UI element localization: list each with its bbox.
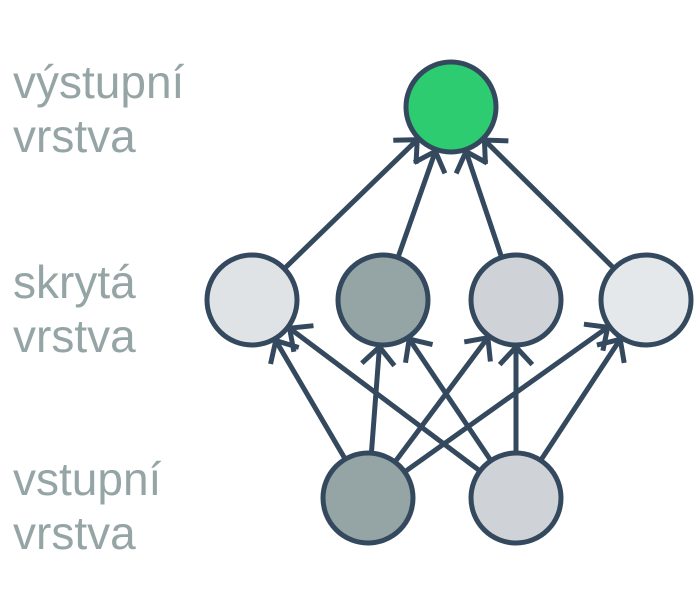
input-layer-label-line1: vstupní — [13, 453, 162, 505]
edge-hidden-3-to-output-1-line — [463, 150, 505, 259]
hidden-layer-label-line1: skrytá — [13, 256, 136, 308]
input-layer-label-line2: vrstva — [13, 507, 136, 559]
edge-input-1-to-hidden-2 — [360, 343, 397, 454]
hidden-neuron-2 — [335, 252, 431, 348]
edge-input-1-to-hidden-3-line — [392, 336, 490, 464]
hidden-layer-label: skrytá vrstva — [13, 255, 136, 363]
edge-hidden-2-to-output-1-line — [395, 150, 438, 259]
edge-input-2-to-hidden-4-line — [538, 337, 623, 462]
hidden-neuron-4 — [598, 252, 694, 348]
edge-input-1-to-hidden-4-line — [403, 325, 610, 474]
input-neuron-2 — [468, 450, 564, 546]
output-neuron-1 — [403, 59, 499, 155]
edge-hidden-4-to-output-1 — [481, 137, 616, 271]
input-neuron-1 — [320, 450, 416, 546]
edge-hidden-4-to-output-1-line — [482, 138, 616, 271]
edge-input-2-to-hidden-2-line — [407, 337, 493, 463]
hidden-neuron-3 — [468, 252, 564, 348]
connections — [268, 137, 627, 474]
edge-hidden-2-to-output-1 — [395, 147, 448, 259]
edge-hidden-1-to-output-1-line — [282, 137, 420, 271]
edge-hidden-1-to-output-1 — [282, 137, 420, 271]
output-layer-label-line2: vrstva — [13, 110, 136, 162]
edge-input-1-to-hidden-1-line — [273, 339, 348, 461]
hidden-neuron-1 — [204, 252, 300, 348]
edge-input-1-to-hidden-1 — [268, 337, 348, 461]
edge-input-2-to-hidden-1-line — [288, 326, 482, 474]
edge-hidden-3-to-output-1 — [453, 148, 505, 259]
edge-input-1-to-hidden-2-line — [368, 346, 382, 454]
edge-input-2-to-hidden-4 — [538, 336, 627, 462]
hidden-layer-label-line2: vrstva — [13, 310, 136, 362]
neurons — [204, 59, 694, 546]
input-layer-label: vstupní vrstva — [13, 452, 161, 560]
output-layer-label: výstupní vrstva — [13, 55, 184, 163]
output-layer-label-line1: výstupní — [13, 56, 185, 108]
